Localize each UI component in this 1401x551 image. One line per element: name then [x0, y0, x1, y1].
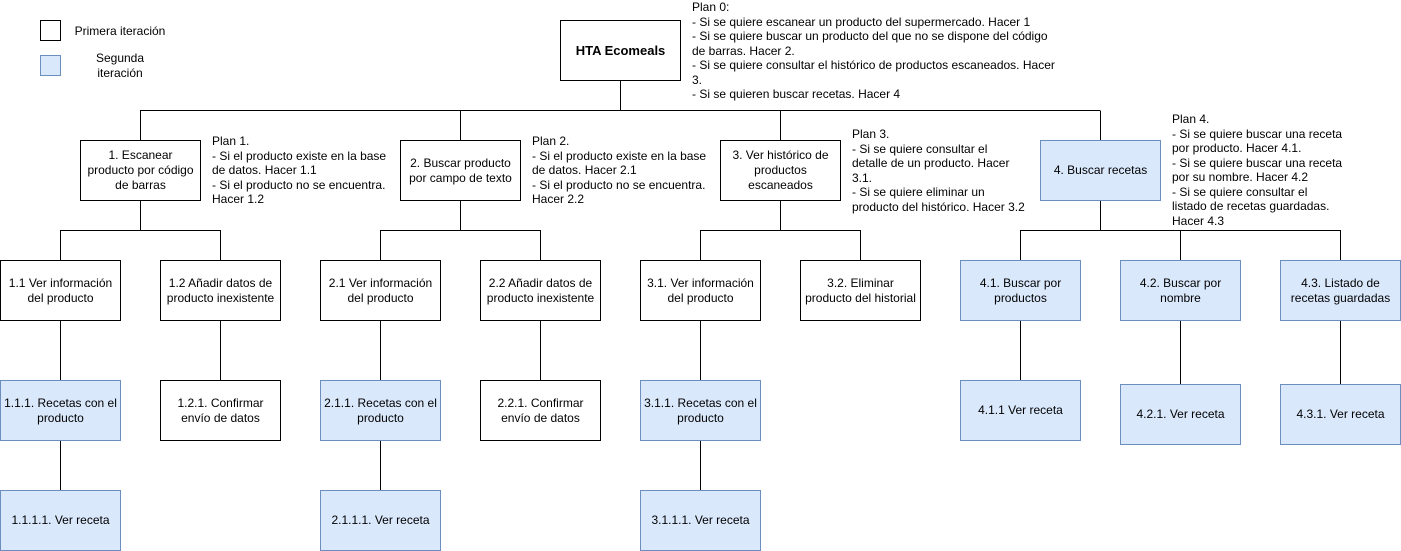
node-2: 2. Buscar producto por campo de texto — [400, 140, 521, 201]
legend-second-label: Segunda iteración — [95, 51, 145, 80]
node-4-1-1: 4.1.1 Ver receta — [960, 380, 1081, 441]
legend-first-label: Primera iteración — [74, 24, 166, 38]
plan-0: Plan 0: - Si se quiere escanear un produ… — [692, 0, 1055, 101]
plan-2: Plan 2. - Si el producto existe en la ba… — [532, 134, 707, 206]
legend-second-swatch — [40, 55, 61, 76]
node-4-2-1: 4.2.1. Ver receta — [1120, 384, 1241, 445]
node-2-1-1: 2.1.1. Recetas con el producto — [320, 380, 441, 441]
node-1-2: 1.2 Añadir datos de producto inexistente — [160, 260, 281, 321]
node-3-1-1-1: 3.1.1.1. Ver receta — [640, 490, 761, 551]
node-1-1: 1.1 Ver información del producto — [0, 260, 121, 321]
node-4-2: 4.2. Buscar por nombre — [1120, 260, 1241, 321]
node-3: 3. Ver histórico de productos escaneados — [720, 140, 841, 201]
node-1-2-1: 1.2.1. Confirmar envío de datos — [160, 380, 281, 441]
node-1: 1. Escanear producto por código de barra… — [80, 140, 201, 201]
node-4-3-1: 4.3.1. Ver receta — [1280, 384, 1401, 445]
node-2-1: 2.1 Ver información del producto — [320, 260, 441, 321]
node-root: HTA Ecomeals — [560, 20, 681, 81]
connector-1 — [60, 200, 221, 260]
node-2-2: 2.2 Añadir datos de producto inexistente — [480, 260, 601, 321]
connector-4 — [1020, 200, 1341, 260]
connector-root — [140, 81, 1101, 140]
node-4: 4. Buscar recetas — [1040, 140, 1161, 201]
plan-4: Plan 4. - Si se quiere buscar una receta… — [1172, 112, 1343, 228]
connector-level4 — [60, 440, 701, 490]
node-1-1-1: 1.1.1. Recetas con el producto — [0, 380, 121, 441]
node-3-1-1: 3.1.1. Recetas con el producto — [640, 380, 761, 441]
node-4-1: 4.1. Buscar por productos — [960, 260, 1081, 321]
node-3-2: 3.2. Eliminar producto del historial — [800, 260, 921, 321]
node-3-1: 3.1. Ver información del producto — [640, 260, 761, 321]
node-4-3: 4.3. Listado de recetas guardadas — [1280, 260, 1401, 321]
plan-3: Plan 3. - Si se quiere consultar el deta… — [852, 127, 1025, 214]
connector-3 — [700, 200, 861, 260]
node-1-1-1-1: 1.1.1.1. Ver receta — [0, 490, 121, 551]
plan-1: Plan 1. - Si el producto existe en la ba… — [212, 134, 387, 206]
legend-first-swatch — [40, 20, 61, 41]
connector-level3 — [60, 320, 1341, 384]
node-2-2-1: 2.2.1. Confirmar envío de datos — [480, 380, 601, 441]
connector-2 — [380, 200, 541, 260]
node-2-1-1-1: 2.1.1.1. Ver receta — [320, 490, 441, 551]
